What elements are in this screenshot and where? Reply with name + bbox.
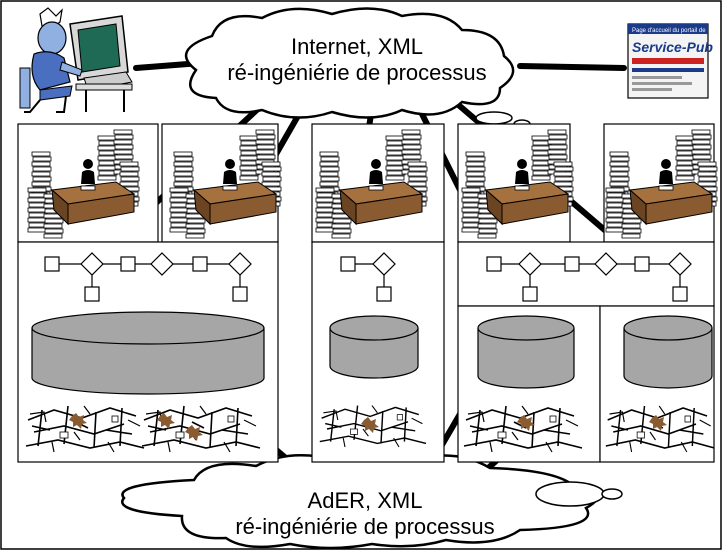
ader-xml-cloud <box>121 451 623 550</box>
database-cylinder <box>329 315 419 379</box>
user-at-computer-icon <box>19 7 133 113</box>
panel-group-right <box>457 123 717 463</box>
internet-xml-cloud <box>184 7 531 129</box>
top-cloud-line2: ré-ingéniérie de processus <box>227 60 487 85</box>
system-panel <box>457 241 715 307</box>
workflow-process <box>44 252 252 302</box>
database-cylinder <box>623 315 713 389</box>
logo-banner-text: Page d'accueil du portail de <box>632 28 706 34</box>
database-cylinder <box>31 311 265 395</box>
bottom-cloud-label: AdER, XML ré-ingéniérie de processus <box>200 488 530 540</box>
database-cylinder <box>477 315 575 389</box>
workflow-process <box>486 252 692 302</box>
workflow-process <box>340 252 396 302</box>
panel-group-middle <box>311 123 445 463</box>
bottom-cloud-line2: ré-ingéniérie de processus <box>235 514 495 539</box>
top-cloud-label: Internet, XML ré-ingéniérie de processus <box>212 34 502 86</box>
logo-title: Service-Pub <box>632 39 713 55</box>
bottom-cloud-line1: AdER, XML <box>307 488 423 513</box>
panel-group-left <box>17 123 281 463</box>
service-public-logo: Page d'accueil du portail de Service-Pub <box>627 23 713 99</box>
top-cloud-line1: Internet, XML <box>290 34 424 59</box>
